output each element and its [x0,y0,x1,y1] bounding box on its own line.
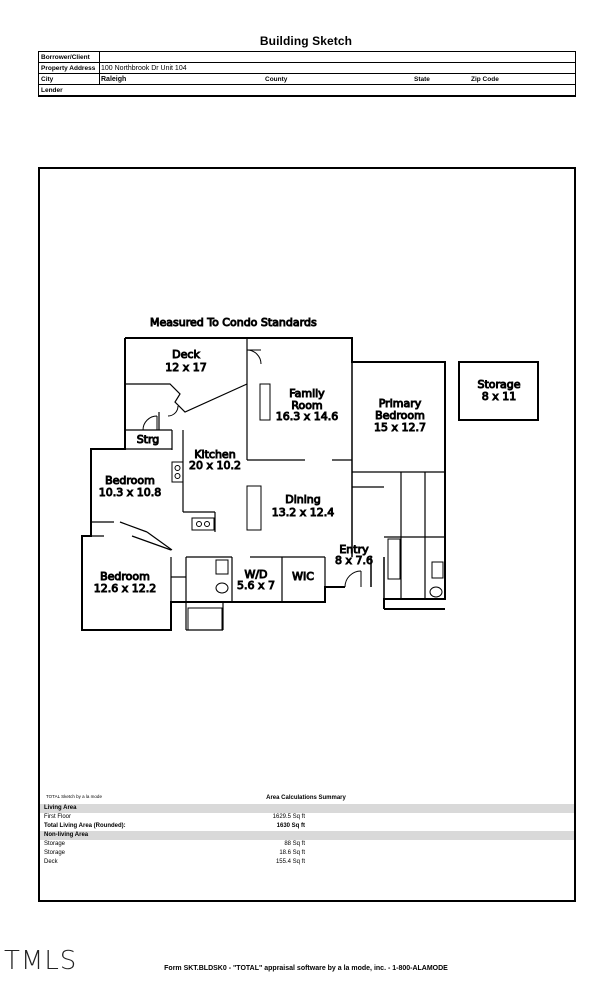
room-strg-name: Strg [137,433,160,446]
state-label: State [414,76,430,83]
nonliving-row: Deck 155.4 Sq ft [40,858,574,867]
nonliving-row: Storage 88 Sq ft [40,840,574,849]
address-row: Property Address 100 Northbrook Dr Unit … [39,63,575,74]
zip-label: Zip Code [471,76,499,83]
nonliving-value: 18.6 Sq ft [279,850,305,856]
fixtures [171,383,444,631]
area-summary-table: Living Area First Floor 1629.5 Sq ft Tot… [40,804,574,867]
room-deck-name: Deck [172,348,200,361]
first-floor-row: First Floor 1629.5 Sq ft [40,813,574,822]
room-bedroom1-dims: 10.3 x 10.8 [99,486,162,499]
door-swings [142,349,362,588]
address-label: Property Address [41,65,96,72]
room-storage-name: Storage [477,378,520,391]
page-title: Building Sketch [259,34,353,48]
summary-title: Area Calculations Summary [266,795,346,801]
floor-plan: Measured To Condo Standards Deck 12 x 17… [81,316,539,631]
first-floor-value: 1629.5 Sq ft [272,814,305,820]
lender-row: Lender [39,85,575,96]
form-footer: Form SKT.BLDSK0 - "TOTAL" appraisal soft… [164,965,448,972]
interior-walls [82,338,445,631]
room-dining-dims: 13.2 x 12.4 [272,506,335,519]
total-living-value: 1630 Sq ft [276,823,305,829]
nonliving-label: Storage [44,850,66,856]
room-entry-dims: 8 x 7.6 [335,554,373,567]
storage-outline [458,361,539,421]
room-family-name-1: Family [289,387,325,400]
room-dining-name: Dining [285,493,321,506]
room-deck-dims: 12 x 17 [165,361,207,374]
city-value: Raleigh [101,76,127,83]
room-bedroom2-dims: 12.6 x 12.2 [94,582,157,595]
room-family-name-2: Room [291,399,322,412]
room-kitchen-name: Kitchen [194,448,235,461]
info-divider [99,52,100,85]
room-entry-name: Entry [339,543,369,556]
property-info-box: Borrower/Client Property Address 100 Nor… [38,51,576,97]
room-primary-name-2: Bedroom [375,409,425,422]
nonliving-label: Storage [44,841,66,847]
room-bedroom2-name: Bedroom [100,570,150,583]
city-row: City Raleigh County State Zip Code [39,74,575,85]
lender-label: Lender [41,87,63,94]
living-area-header: Living Area [40,804,574,813]
nonliving-value: 88 Sq ft [284,841,305,847]
room-bedroom1-name: Bedroom [105,474,155,487]
room-storage-dims: 8 x 11 [482,390,517,403]
room-wd-name: W/D [244,568,267,581]
nonliving-value: 155.4 Sq ft [275,859,305,865]
tmls-logo: TMLS [4,946,78,976]
city-label: City [41,76,54,83]
sketch-software-note: TOTAL Sketch by a la mode [46,794,102,799]
room-primary-name-1: Primary [379,397,422,410]
room-wd-dims: 5.6 x 7 [237,579,275,592]
address-value: 100 Northbrook Dr Unit 104 [101,65,187,72]
nonliving-area-header: Non-living Area [40,831,574,840]
nonliving-row: Storage 18.6 Sq ft [40,849,574,858]
room-wic-name: WIC [292,570,314,583]
sketch-caption: Measured To Condo Standards [150,316,317,329]
total-living-row: Total Living Area (Rounded): 1630 Sq ft [40,822,574,831]
room-family-dims: 16.3 x 14.6 [276,410,339,423]
total-living-label: Total Living Area (Rounded): [44,823,126,829]
nonliving-label: Deck [44,859,58,865]
first-floor-label: First Floor [44,814,71,820]
borrower-label: Borrower/Client [41,54,90,61]
sketch-frame: Measured To Condo Standards Deck 12 x 17… [38,167,576,902]
county-label: County [265,76,288,83]
borrower-row: Borrower/Client [39,52,575,63]
room-kitchen-dims: 20 x 10.2 [189,459,241,472]
room-primary-dims: 15 x 12.7 [374,421,426,434]
